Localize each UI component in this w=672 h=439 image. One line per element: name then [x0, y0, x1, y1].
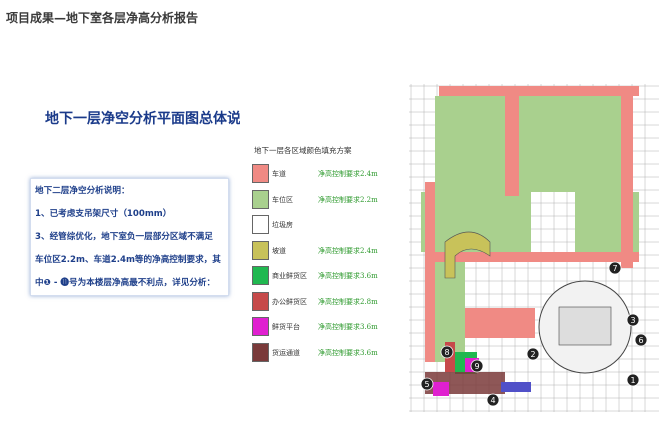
- driveway: [439, 86, 639, 96]
- problem-marker-label: 5: [424, 380, 429, 389]
- legend-swatch: [252, 266, 269, 285]
- driveway: [425, 182, 435, 362]
- legend-label: 垃圾房: [272, 221, 293, 229]
- problem-marker: [440, 345, 454, 359]
- description-line: 中❶ - ⓫号为本楼层净高最不利点，详见分析：: [35, 278, 216, 288]
- legend-requirement: 净高控制要求3.6m: [318, 348, 378, 357]
- description-line: 车位区2.2m、车道2.4m等的净高控制要求，其: [35, 255, 221, 265]
- tower-core: [558, 306, 612, 346]
- legend-requirement: 净高控制要求2.4m: [318, 170, 378, 178]
- description-line: 1、已考虑支吊架尺寸（100mm）: [35, 209, 172, 219]
- problem-marker-label: 9: [474, 362, 479, 371]
- legend-item: 鲜货平台 净高控制要求3.6m: [252, 317, 392, 336]
- driveway: [465, 308, 535, 338]
- description-box: 地下二层净空分析说明： 1、已考虑支吊架尺寸（100mm） 3、经管综优化，地下…: [30, 178, 229, 296]
- legend-label: 办公鲜货区: [272, 297, 307, 306]
- ramp: [444, 231, 491, 279]
- legend-title: 地下一层各区域颜色填充方案: [254, 146, 352, 155]
- slide-title: 地下一层净空分析平面图总体说明: [45, 111, 240, 127]
- problem-marker: [626, 373, 640, 387]
- report-title: 项目成果—地下室各层净高分析报告: [6, 11, 199, 25]
- legend-item: 办公鲜货区 净高控制要求2.8m: [252, 291, 392, 311]
- legend-requirement: 净高控制要求2.2m: [318, 195, 378, 204]
- legend-label: 坡道: [272, 246, 286, 255]
- legend-swatch: [252, 164, 269, 183]
- problem-marker-label: 2: [530, 350, 535, 359]
- problem-marker-label: 7: [612, 264, 617, 273]
- legend-label: 车位区: [272, 195, 293, 204]
- problem-marker: [470, 359, 484, 373]
- legend-label: 车道: [272, 170, 286, 178]
- problem-marker-label: 4: [490, 396, 495, 405]
- legend-swatch: [252, 215, 269, 234]
- driveway: [429, 252, 639, 262]
- legend-item: 坡道 净高控制要求2.4m: [252, 240, 392, 260]
- legend-swatch: [252, 189, 269, 209]
- driveway: [621, 92, 633, 268]
- header-bar: 项目成果—地下室各层净高分析报告: [0, 0, 672, 26]
- problem-marker: [486, 393, 500, 407]
- legend-label: 鲜货平台: [272, 323, 300, 331]
- problem-marker: [626, 313, 640, 327]
- loading-area: [501, 382, 531, 392]
- legend-swatch: [252, 342, 269, 362]
- legend-item: 车道 净高控制要求2.4m: [252, 164, 392, 183]
- driveway: [505, 96, 519, 196]
- legend-requirement: 净高控制要求3.6m: [318, 323, 378, 331]
- legend-item: 货运通道 净高控制要求3.6m: [252, 342, 392, 362]
- description-line: 3、经管综优化，地下室负一层部分区域不满足: [35, 232, 213, 242]
- problem-markers: 1 2 3 4 5 6 7 8 9: [420, 261, 648, 407]
- legend-item: 车位区 净高控制要求2.2m: [252, 189, 392, 209]
- problem-marker: [608, 261, 622, 275]
- legend-swatch: [252, 317, 269, 336]
- legend-label: 商业鲜货区: [272, 272, 307, 280]
- floor-plan: 1 2 3 4 5 6 7 8 9: [405, 82, 663, 418]
- legend-swatch: [252, 291, 269, 311]
- problem-marker: [526, 347, 540, 361]
- legend-item: 商业鲜货区 净高控制要求3.6m: [252, 266, 392, 285]
- legend-requirement: 净高控制要求3.6m: [318, 272, 378, 280]
- problem-marker-label: 8: [444, 348, 449, 357]
- legend-swatch: [252, 240, 269, 260]
- problem-marker-label: 1: [630, 376, 635, 385]
- problem-marker-label: 3: [630, 316, 635, 325]
- fresh-platform: [433, 382, 449, 396]
- description-heading: 地下二层净空分析说明：: [35, 186, 130, 196]
- legend-requirement: 净高控制要求2.4m: [318, 246, 378, 255]
- legend-label: 货运通道: [272, 348, 300, 357]
- problem-marker: [634, 333, 648, 347]
- problem-marker: [420, 377, 434, 391]
- legend-requirement: 净高控制要求2.8m: [318, 297, 378, 306]
- parking-zone: [435, 96, 621, 192]
- problem-marker-label: 6: [638, 336, 643, 345]
- legend-item: 垃圾房: [252, 215, 392, 234]
